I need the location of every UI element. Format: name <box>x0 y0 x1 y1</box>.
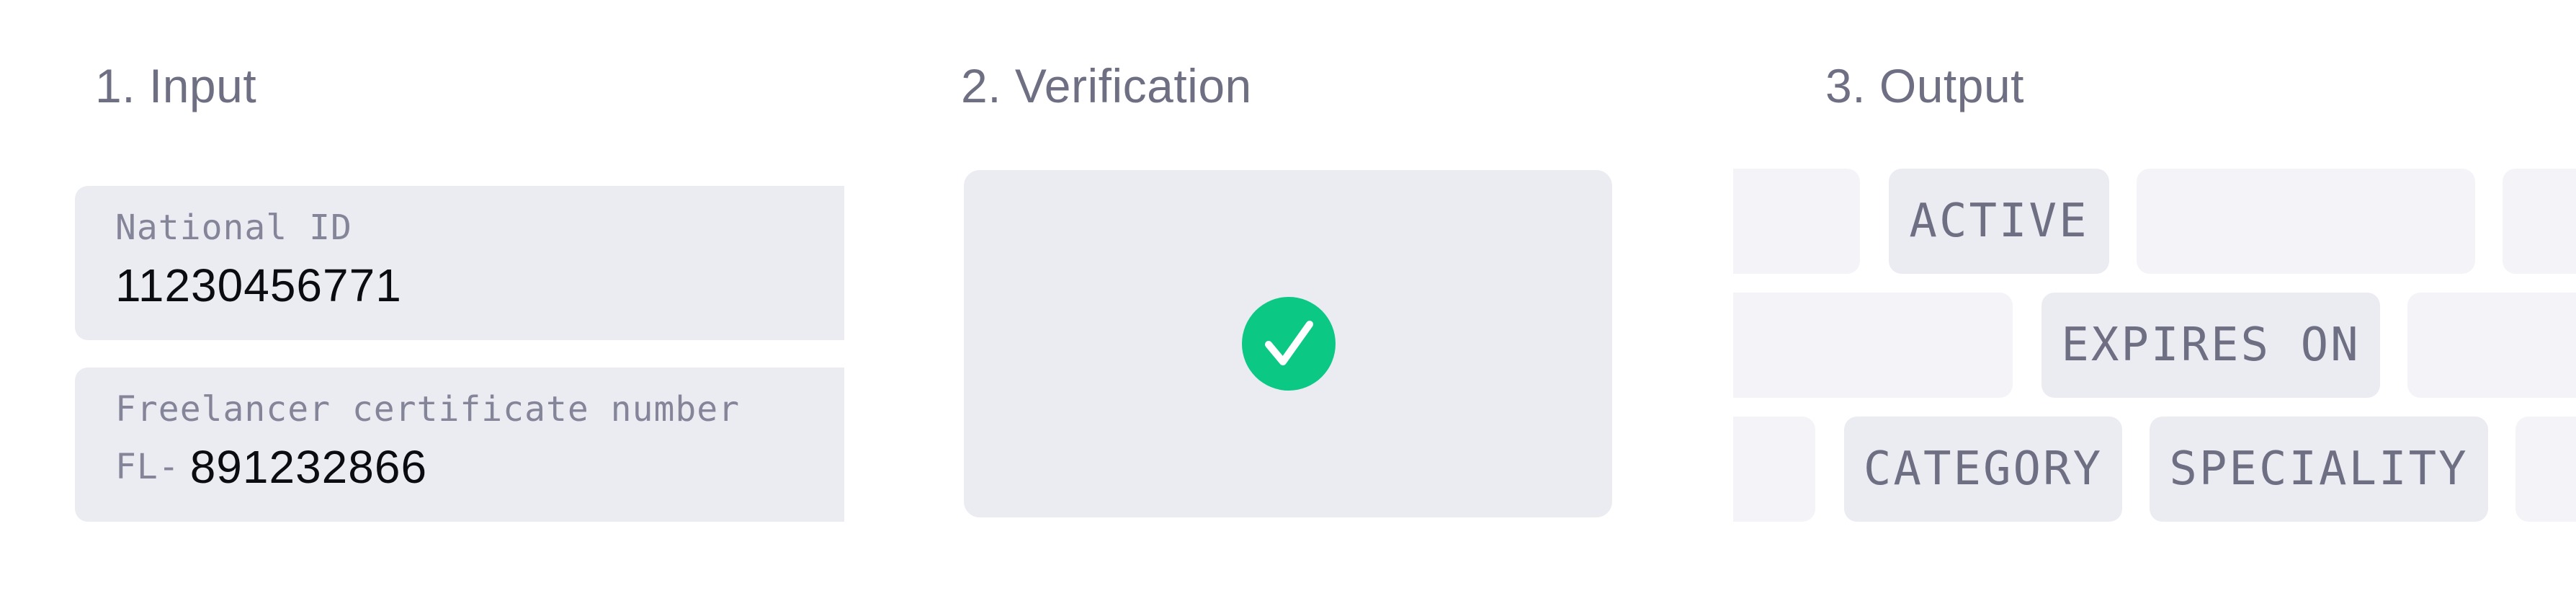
placeholder-tag <box>1733 417 1815 522</box>
section-title-output: 3. Output <box>1825 59 2025 112</box>
certificate-number: 891232866 <box>189 441 428 493</box>
check-circle-icon <box>1242 297 1336 391</box>
tag-speciality: SPECIALITY <box>2150 417 2488 522</box>
placeholder-tag <box>2407 293 2576 398</box>
national-id-value: 11230456771 <box>115 259 402 311</box>
freelancer-certificate-value-line: FL-891232866 <box>115 438 427 496</box>
tag-category: CATEGORY <box>1844 417 2122 522</box>
freelancer-certificate-field[interactable]: Freelancer certificate number FL-8912328… <box>75 368 844 522</box>
section-title-verification: 2. Verification <box>961 59 1252 112</box>
national-id-field[interactable]: National ID 11230456771 <box>75 186 844 340</box>
output-tags-area: ACTIVE EXPIRES ON CATEGORY SPECIALITY <box>1733 166 2576 526</box>
placeholder-tag <box>1733 293 2013 398</box>
placeholder-tag <box>2515 417 2576 522</box>
freelancer-certificate-label: Freelancer certificate number <box>115 389 741 429</box>
placeholder-tag <box>2137 169 2475 274</box>
tag-expires-on: EXPIRES ON <box>2041 293 2380 398</box>
certificate-prefix: FL- <box>115 447 180 487</box>
placeholder-tag <box>1733 169 1860 274</box>
placeholder-tag <box>2503 169 2576 274</box>
verification-panel <box>964 170 1612 517</box>
tag-active: ACTIVE <box>1889 169 2109 274</box>
section-title-input: 1. Input <box>95 59 257 112</box>
national-id-label: National ID <box>115 208 352 248</box>
